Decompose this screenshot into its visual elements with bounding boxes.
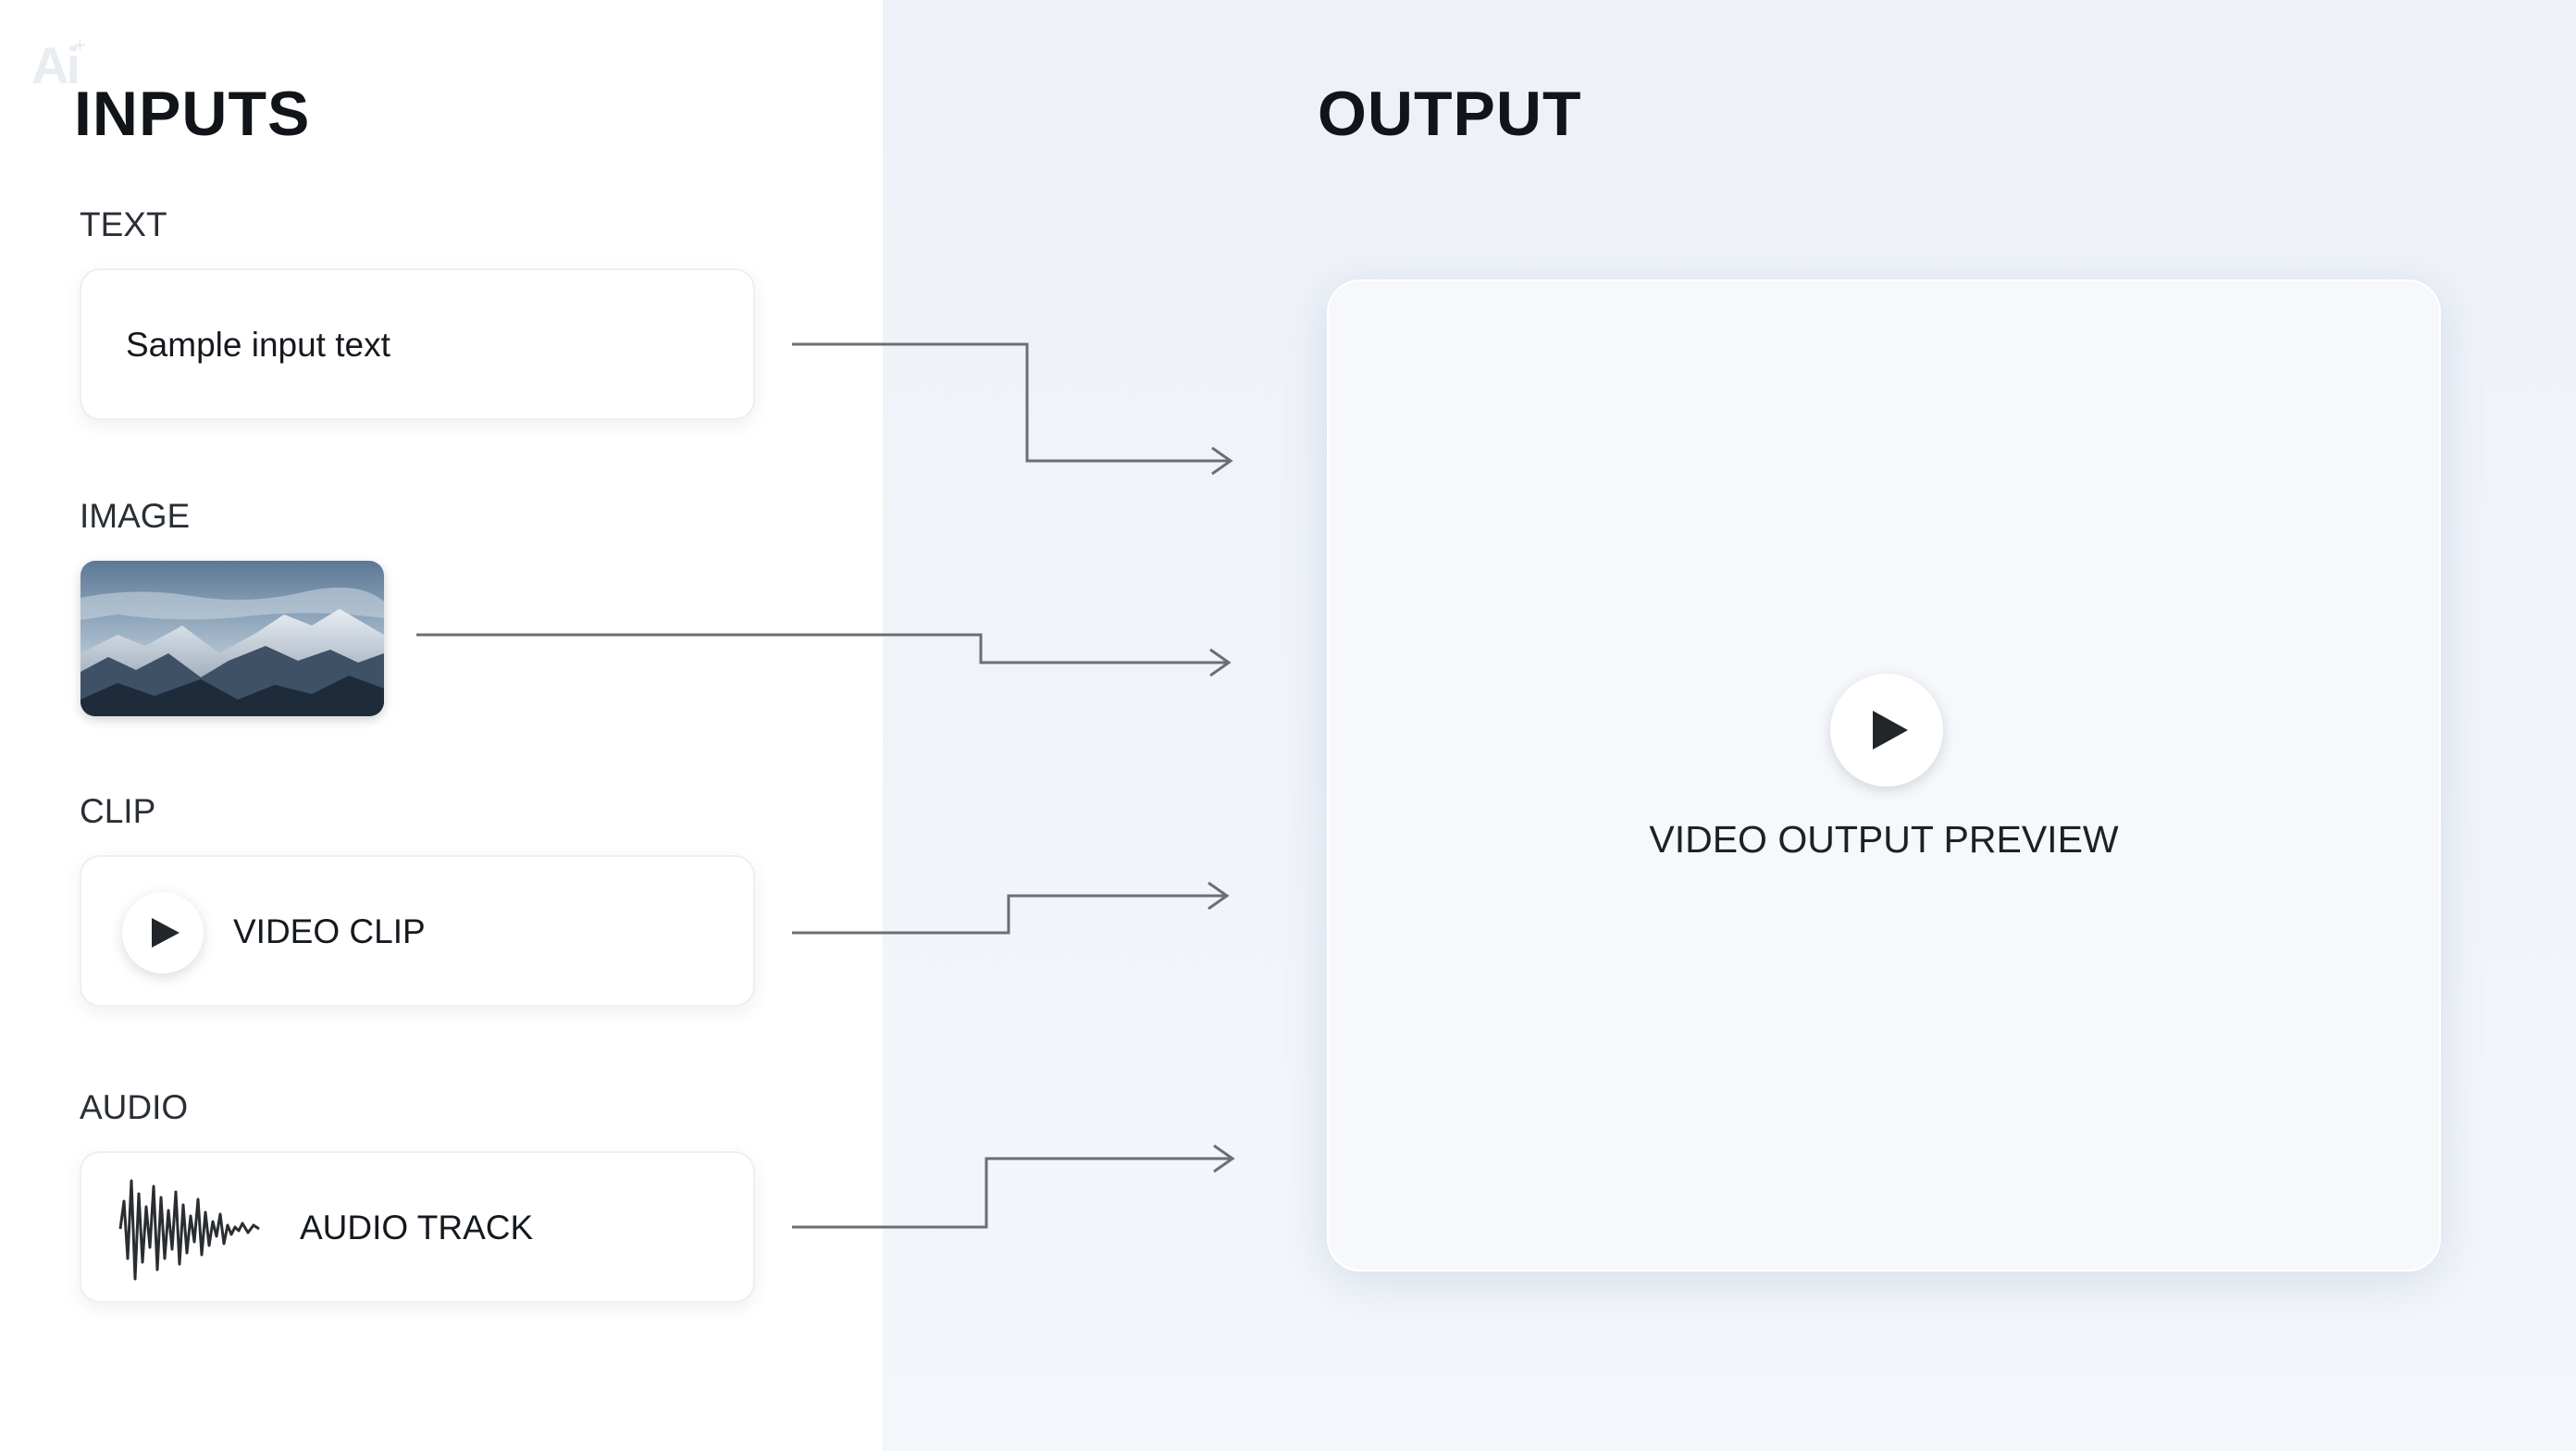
inputs-heading: INPUTS	[74, 79, 311, 149]
video-clip-card[interactable]: VIDEO CLIP	[80, 855, 755, 1007]
audio-section-label: AUDIO	[80, 1088, 189, 1126]
mountain-landscape-icon	[80, 561, 384, 716]
text-connector-arrow-icon	[1211, 446, 1233, 476]
output-play-button[interactable]	[1830, 674, 1943, 787]
logo-sparkle-icon: +	[74, 33, 86, 56]
audio-connector	[792, 1157, 1231, 1229]
waveform-icon	[118, 1179, 260, 1281]
text-input-value: Sample input text	[126, 326, 390, 364]
image-connector-arrow-icon	[1209, 648, 1232, 677]
audio-track-card[interactable]: AUDIO TRACK	[80, 1151, 755, 1303]
app-logo: Ai	[31, 36, 80, 94]
audio-connector-arrow-icon	[1213, 1144, 1235, 1173]
video-output-preview-label: VIDEO OUTPUT PREVIEW	[1649, 818, 2119, 861]
image-connector	[416, 633, 1227, 664]
video-output-preview[interactable]: VIDEO OUTPUT PREVIEW	[1327, 279, 2441, 1271]
clip-connector-arrow-icon	[1208, 881, 1230, 911]
text-input-card[interactable]: Sample input text	[80, 268, 755, 420]
image-section-label: IMAGE	[80, 497, 191, 535]
audio-track-title: AUDIO TRACK	[300, 1209, 534, 1246]
output-heading: OUTPUT	[1318, 79, 1582, 149]
text-connector	[792, 342, 1229, 463]
play-icon	[1873, 711, 1908, 750]
play-icon	[152, 918, 180, 948]
text-section-label: TEXT	[80, 205, 167, 243]
clip-section-label: CLIP	[80, 792, 156, 830]
clip-connector	[792, 894, 1225, 935]
image-thumbnail[interactable]	[80, 561, 384, 716]
clip-play-button[interactable]	[122, 892, 204, 974]
video-clip-title: VIDEO CLIP	[233, 912, 426, 950]
